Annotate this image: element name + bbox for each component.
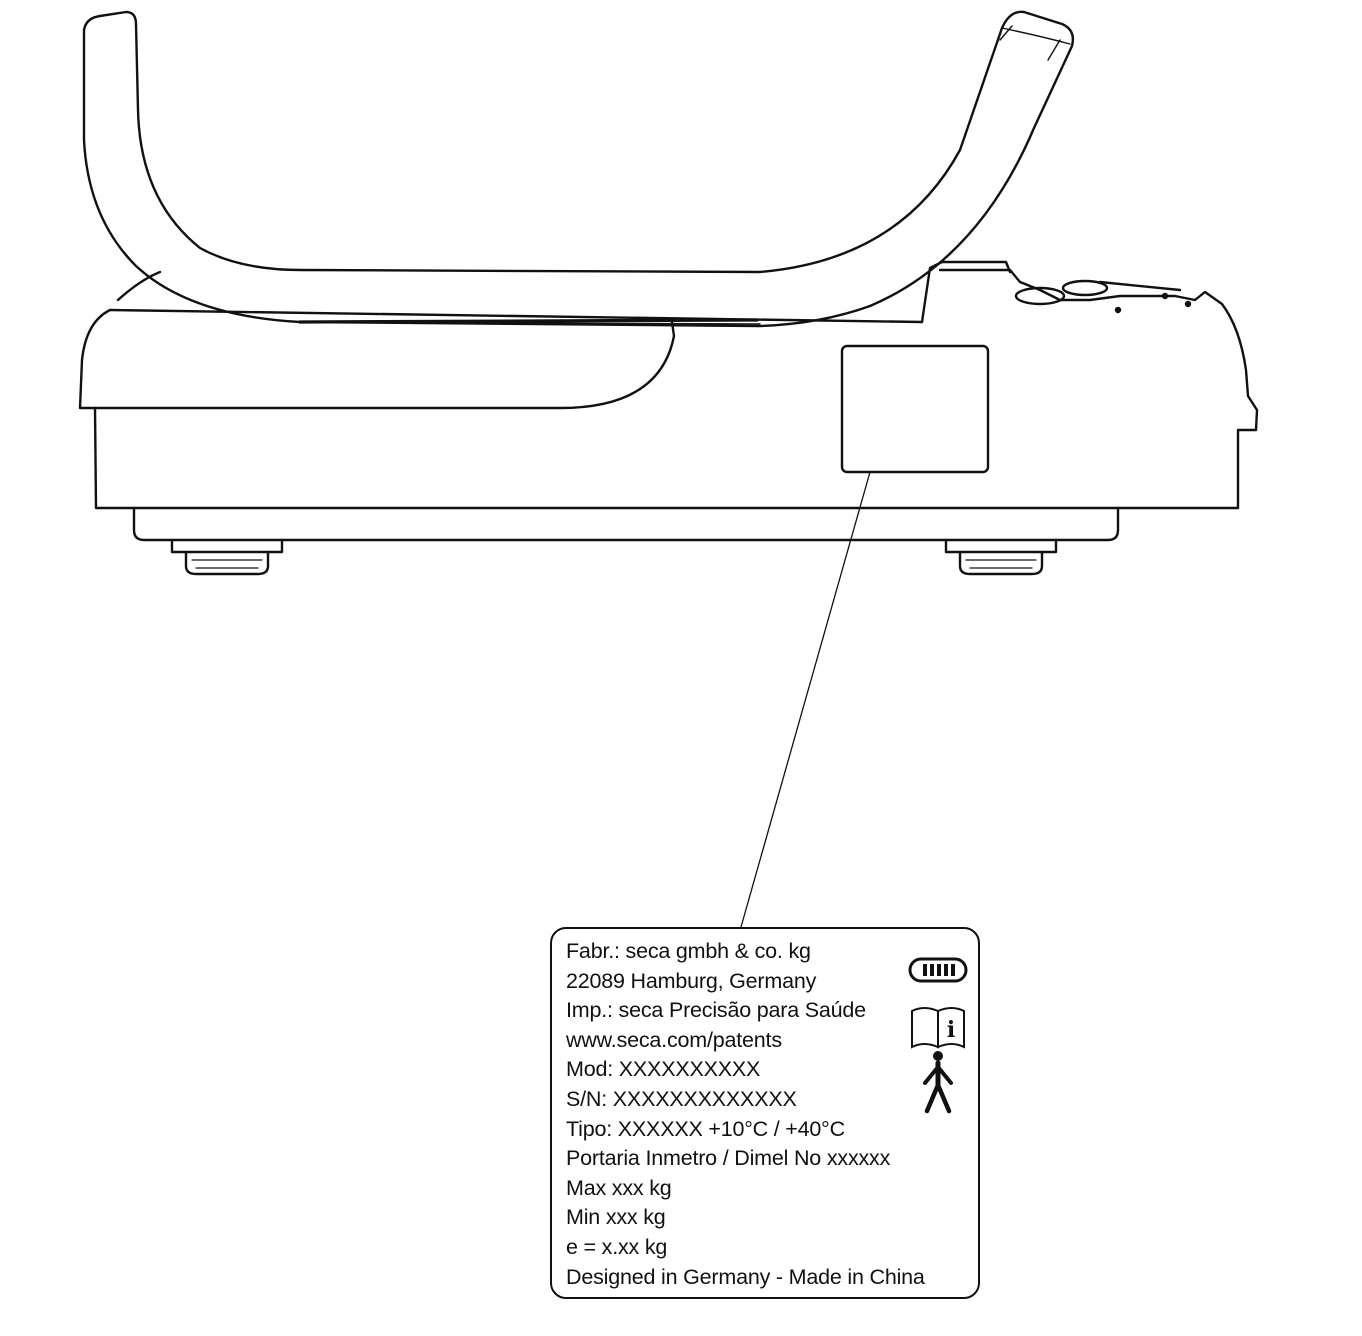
label-location-marker	[840, 344, 990, 474]
label-line-type: Tipo: XXXXXX +10°C / +40°C	[566, 1116, 845, 1141]
label-line-model: Mod: XXXXXXXXXX	[566, 1057, 761, 1082]
label-line-manufacturer: Fabr.: seca gmbh & co. kg	[566, 939, 811, 963]
label-leader-line	[740, 471, 871, 928]
scale-foot-rear	[944, 538, 1058, 576]
consult-instructions-icon: i	[911, 1007, 965, 1049]
label-line-importer: Imp.: seca Precisão para Saúde	[566, 998, 866, 1023]
type-b-applied-part-icon	[923, 1051, 953, 1114]
label-line-origin: Designed in Germany - Made in China	[566, 1264, 925, 1289]
label-line-max: Max xxx kg	[566, 1175, 672, 1200]
scale-base	[78, 260, 1259, 542]
scale-foot-front	[170, 538, 284, 576]
rating-label: Fabr.: seca gmbh & co. kg 22089 Hamburg,…	[550, 927, 980, 1299]
label-line-serial: S/N: XXXXXXXXXXXXX	[566, 1086, 797, 1111]
scale-handle	[82, 10, 1075, 328]
rating-label-text: Fabr.: seca gmbh & co. kg 22089 Hamburg,…	[566, 937, 925, 1292]
battery-icon	[908, 957, 968, 983]
label-line-min: Min xxx kg	[566, 1205, 666, 1230]
label-line-address: 22089 Hamburg, Germany	[566, 968, 817, 993]
label-line-patents-url: www.seca.com/patents	[566, 1027, 782, 1052]
label-line-portaria: Portaria Inmetro / Dimel No xxxxxx	[566, 1146, 891, 1171]
info-i-glyph: i	[947, 1017, 955, 1043]
label-line-e: e = x.xx kg	[566, 1234, 668, 1259]
